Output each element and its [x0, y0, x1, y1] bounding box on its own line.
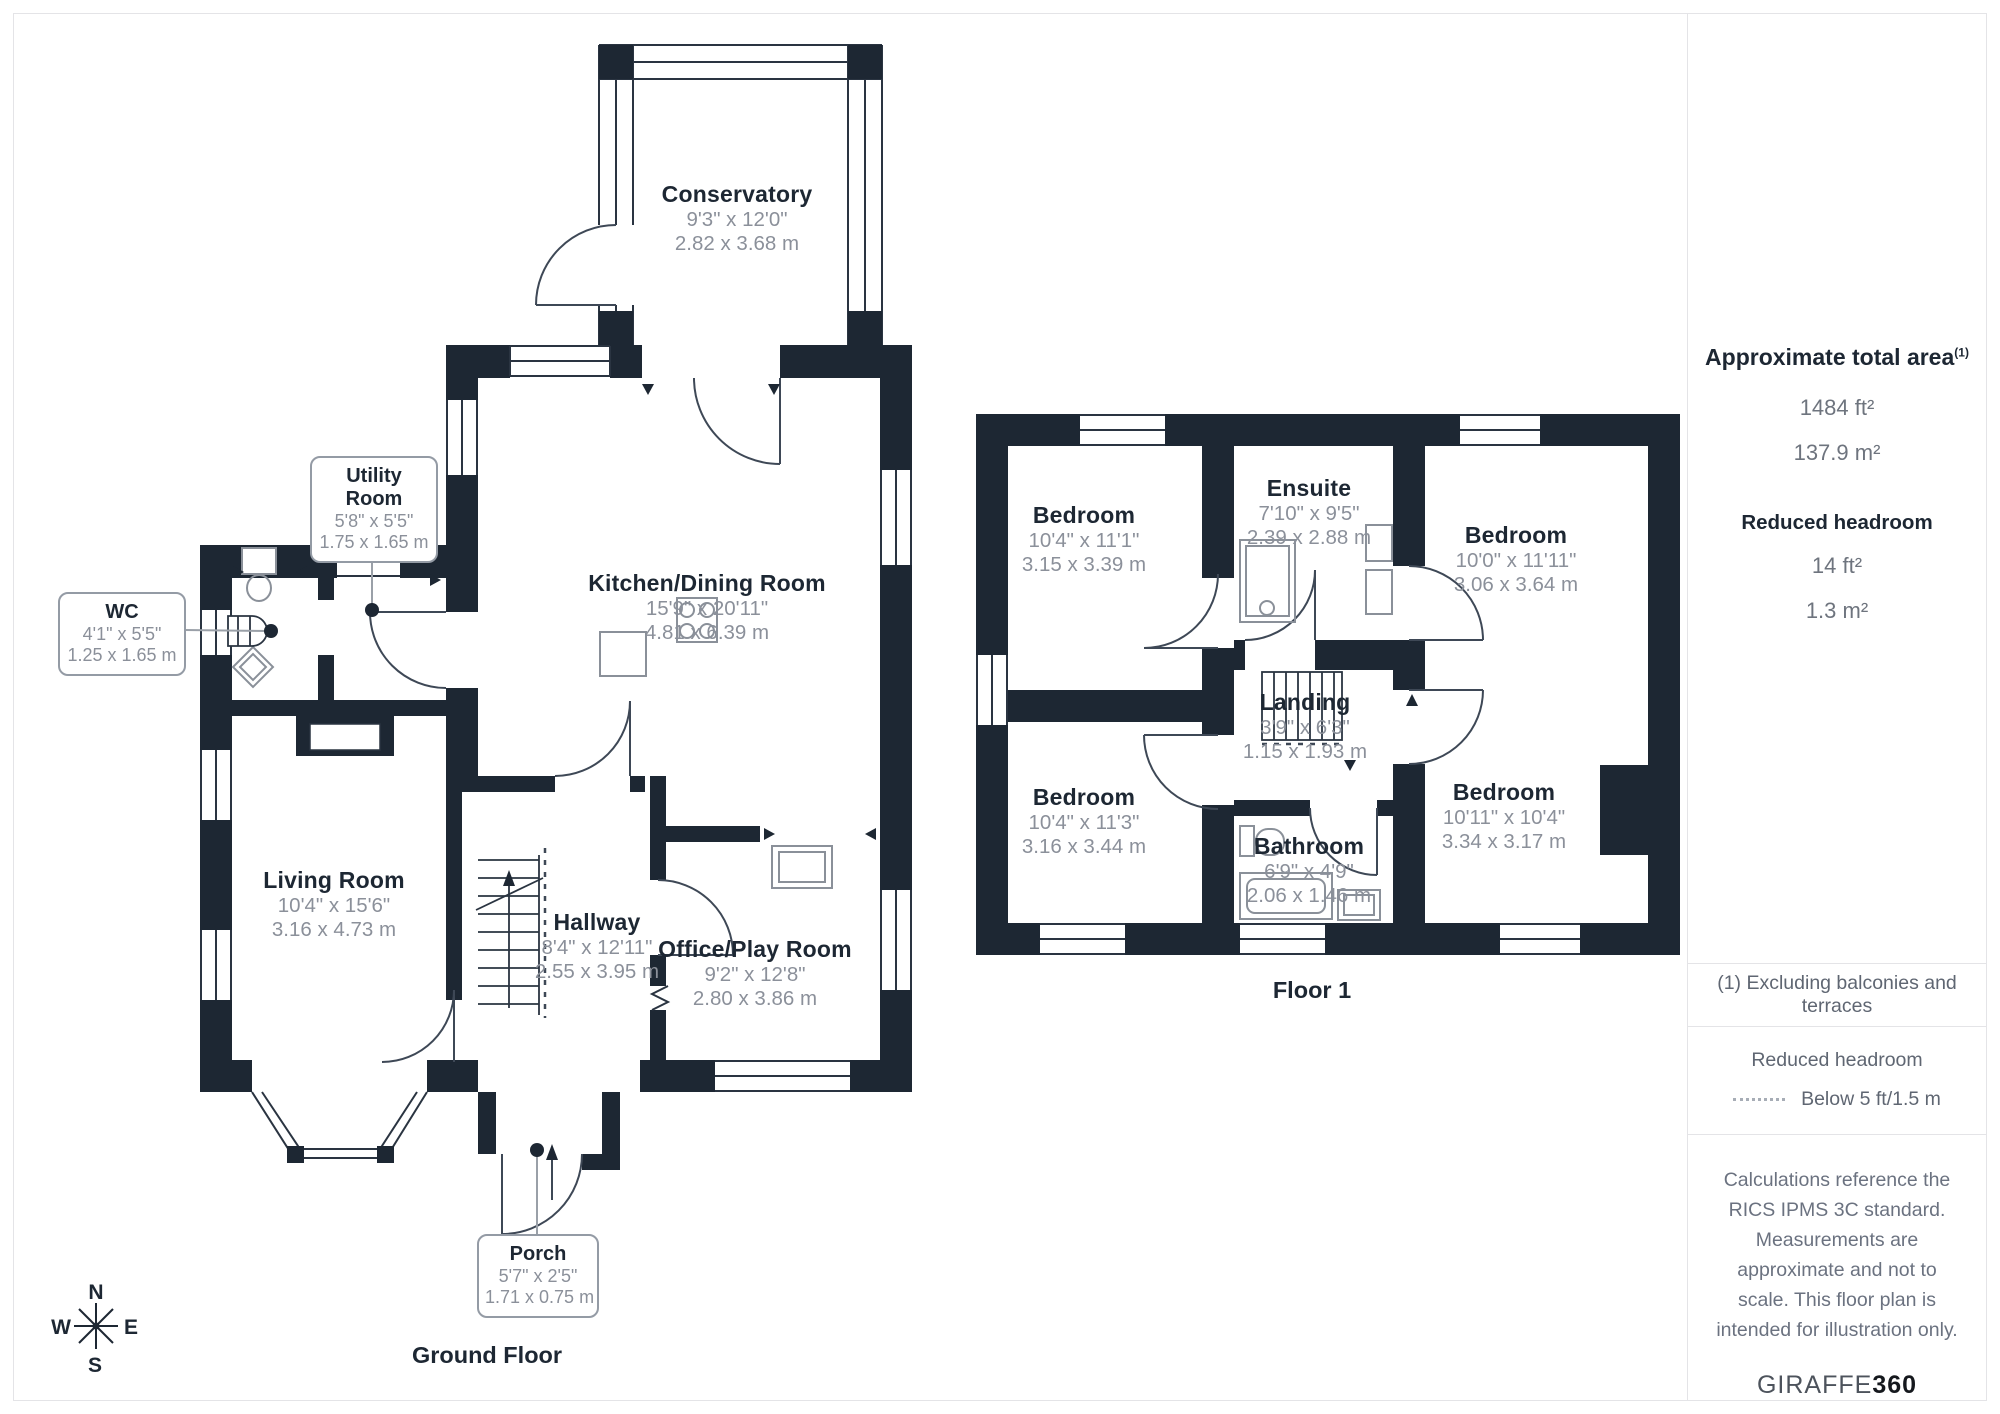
ground-doors [369, 377, 781, 1235]
room-label-landing: Landing 3'9" x 6'3" 1.15 x 1.93 m [1242, 689, 1368, 763]
bay-post [377, 1146, 394, 1163]
compass-e: E [124, 1316, 138, 1339]
porch-anchor-dot [530, 1143, 544, 1157]
footnote-text: (1) Excluding balconies and terraces [1717, 972, 1957, 1018]
room-label-office-play-room: Office/Play Room 9'2" x 12'8" 2.80 x 3.8… [658, 936, 852, 1010]
room-label-bathroom: Bathroom 6'9" x 4'9" 2.06 x 1.46 m [1246, 833, 1372, 907]
wc-cistern [241, 547, 277, 575]
room-label-bedroom-bottom-left: Bedroom 10'4" x 11'3" 3.16 x 3.44 m [1021, 784, 1147, 858]
reduced-headroom-m: 1.3 m² [1805, 598, 1869, 624]
conservatory-posts [599, 45, 882, 345]
room-label-kitchen-dining: Kitchen/Dining Room 15'9" x 20'11" 4.81 … [588, 570, 826, 644]
ground-exterior-walls [200, 345, 912, 1170]
legend-title: Reduced headroom [1751, 1049, 1923, 1072]
floor1-stairs [1261, 671, 1343, 741]
floor1-opening-markers [1344, 694, 1418, 771]
caption-floor-1: Floor 1 [1272, 977, 1352, 1003]
floor1-doors [1143, 565, 1484, 876]
disclaimer-section: Calculations reference the RICS IPMS 3C … [1688, 1134, 1986, 1400]
stairs-up-arrow [503, 870, 515, 886]
compass-rose: N S W E [51, 1281, 138, 1377]
room-label-bedroom-bottom-right: Bedroom 10'11" x 10'4" 3.34 x 3.17 m [1441, 779, 1567, 853]
total-area-title: Approximate total area(1) [1705, 344, 1969, 371]
floor1-exterior-walls [976, 414, 1680, 955]
room-label-hallway: Hallway 8'4" x 12'11" 2.55 x 3.95 m [534, 909, 660, 983]
wall-opening-symbol [649, 985, 671, 1011]
ground-windows [200, 345, 912, 1092]
footnote-section: (1) Excluding balconies and terraces [1688, 963, 1986, 1025]
reduced-headroom-title: Reduced headroom [1741, 511, 1933, 535]
reduced-headroom-ft: 14 ft² [1811, 553, 1863, 579]
callout-utility-room: Utility Room 5'8" x 5'5" 1.75 x 1.65 m [310, 456, 438, 563]
dotted-line-swatch [1733, 1098, 1786, 1102]
bay-post [287, 1146, 304, 1163]
ground-stairs [475, 855, 544, 1015]
caption-ground-floor: Ground Floor [411, 1342, 563, 1368]
total-area-ft: 1484 ft² [1799, 395, 1875, 421]
opening-markers [233, 384, 876, 840]
callout-wc: WC 4'1" x 5'5" 1.25 x 1.65 m [58, 592, 186, 676]
entrance-arrow-head [546, 1144, 558, 1160]
bay-window [251, 1091, 428, 1159]
total-area-section: Approximate total area(1) 1484 ft² 137.9… [1688, 14, 1986, 963]
giraffe360-logo: GIRAFFE360 [1756, 1371, 1918, 1399]
room-label-living-room: Living Room 10'4" x 15'6" 3.16 x 4.73 m [263, 867, 405, 941]
floor1-interior-walls [1008, 446, 1425, 923]
floor1-plan [976, 414, 1680, 955]
legend-section: Reduced headroom Below 5 ft/1.5 m [1688, 1025, 1986, 1134]
room-label-ensuite: Ensuite 7'10" x 9'5" 2.39 x 2.88 m [1246, 475, 1372, 549]
disclaimer-text: Calculations reference the RICS IPMS 3C … [1716, 1169, 1958, 1341]
measurements-sidebar: Approximate total area(1) 1484 ft² 137.9… [1687, 14, 1986, 1400]
compass-s: S [88, 1354, 102, 1377]
compass-n: N [88, 1281, 103, 1304]
callout-porch: Porch 5'7" x 2'5" 1.71 x 0.75 m [477, 1234, 599, 1318]
conservatory-door [535, 224, 617, 306]
floor1-windows [976, 414, 1580, 955]
ground-floor-plan [184, 44, 912, 1235]
floor1-fixtures [1239, 524, 1393, 921]
room-label-conservatory: Conservatory 9'3" x 12'0" 2.82 x 3.68 m [661, 181, 813, 255]
footnote-marker: (1) [1954, 345, 1969, 360]
room-label-bedroom-top-left: Bedroom 10'4" x 11'1" 3.15 x 3.39 m [1021, 502, 1147, 576]
utility-anchor-dot [365, 603, 379, 617]
room-label-bedroom-top-right: Bedroom 10'0" x 11'11" 3.06 x 3.64 m [1453, 522, 1579, 596]
fireplace [309, 723, 381, 751]
total-area-m: 137.9 m² [1793, 440, 1881, 466]
wc-anchor-dot [264, 624, 278, 638]
legend-label: Below 5 ft/1.5 m [1801, 1088, 1941, 1111]
compass-w: W [51, 1316, 71, 1339]
